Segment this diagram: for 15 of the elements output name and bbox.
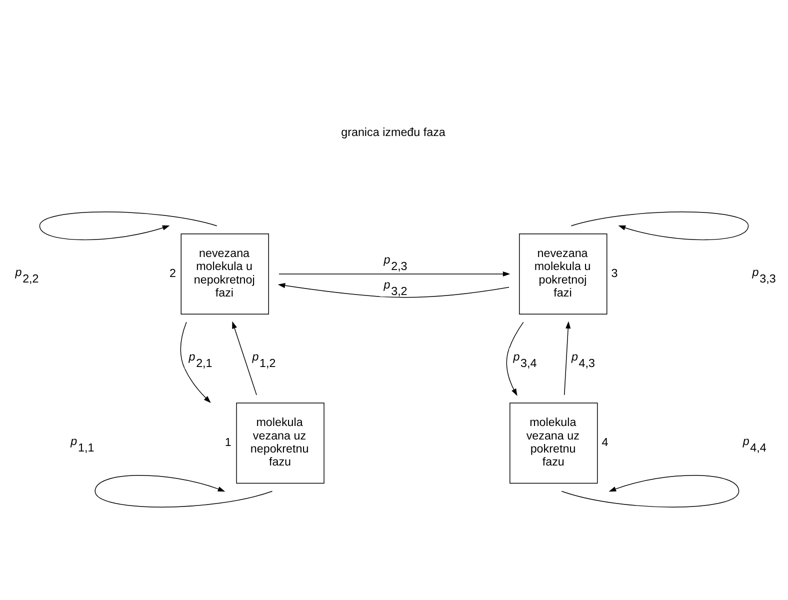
arrow bbox=[278, 270, 510, 276]
node-box: nevezana molekula u pokretnoj fazi bbox=[519, 233, 608, 314]
node-box: molekula vezana uz pokretnu fazu bbox=[510, 402, 598, 484]
arrow bbox=[564, 320, 571, 395]
node-box: nevezana molekula u nepokretnoj fazi bbox=[180, 233, 269, 314]
node-box: molekula vezana uz nepokretnu fazu bbox=[236, 402, 324, 484]
arrow bbox=[278, 282, 510, 298]
node-label: 3 bbox=[611, 266, 618, 280]
label: granica između faza bbox=[341, 126, 446, 139]
node-label: 2 bbox=[169, 266, 176, 280]
arrow bbox=[180, 321, 211, 402]
arrow bbox=[506, 321, 524, 396]
node-label: 4 bbox=[602, 435, 608, 448]
arrow bbox=[232, 320, 257, 395]
node-label: 1 bbox=[224, 435, 232, 448]
